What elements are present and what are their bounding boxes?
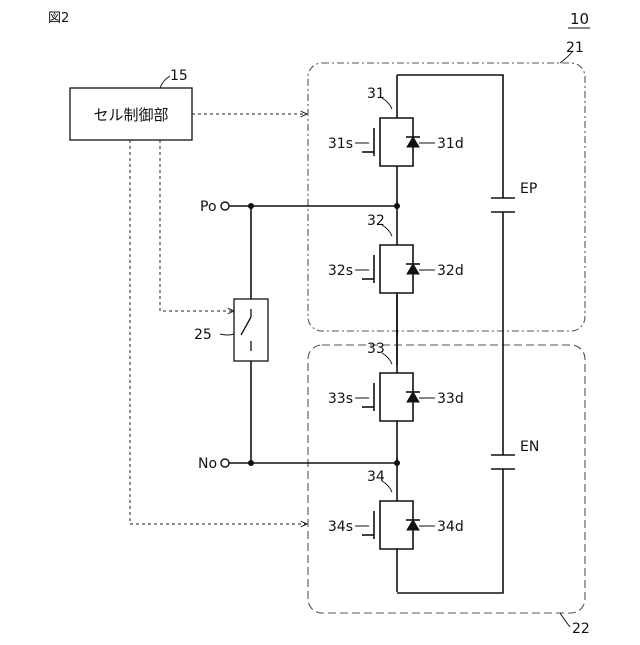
mosfet-drain xyxy=(380,373,397,380)
diode-label: 33d xyxy=(437,391,464,407)
switch-label: 34s xyxy=(328,519,353,535)
no-junction xyxy=(248,460,254,466)
capacitor-en xyxy=(491,455,515,469)
diode-label: 31d xyxy=(437,136,464,152)
po-junction xyxy=(248,203,254,209)
switch-label: 31s xyxy=(328,136,353,152)
capacitor-en-label: EN xyxy=(520,439,539,455)
switch-label: 33s xyxy=(328,391,353,407)
mosfet-source xyxy=(380,159,397,166)
figure-label: 図2 xyxy=(48,11,69,26)
capacitor-ep-label: EP xyxy=(520,181,537,197)
transistor-cell-34: 34 34s 34d xyxy=(328,458,464,592)
transistor-ref: 33 xyxy=(367,341,385,357)
no-terminal-label: No xyxy=(198,456,217,472)
transistor-ref: 31 xyxy=(367,86,385,102)
upper-module-ref: 21 xyxy=(566,40,584,56)
mosfet-source xyxy=(380,414,397,421)
upper-module-outline xyxy=(308,63,585,331)
mosfet-source xyxy=(380,286,397,293)
transistor-cell-33: 33 33s 33d xyxy=(328,330,464,464)
mosfet-source xyxy=(380,542,397,549)
transistor-ref: 32 xyxy=(367,213,385,229)
transistor-cell-32: 32 32s 32d xyxy=(328,202,464,336)
capacitor-ep xyxy=(491,198,515,212)
diode-triangle xyxy=(407,520,419,530)
no-terminal xyxy=(221,459,229,467)
diode-triangle xyxy=(407,392,419,402)
cell-controller-ref-leader xyxy=(160,76,170,88)
cell-controller-label: セル制御部 xyxy=(93,106,168,124)
po-terminal xyxy=(221,202,229,210)
lower-module-outline xyxy=(308,345,585,613)
bypass-switch xyxy=(234,299,268,361)
cell-controller-ref: 15 xyxy=(170,68,188,84)
diode-label: 34d xyxy=(437,519,464,535)
diode-triangle xyxy=(407,264,419,274)
transistor-ref: 34 xyxy=(367,469,385,485)
system-ref: 10 xyxy=(570,10,589,28)
diode-triangle xyxy=(407,137,419,147)
switch-label: 32s xyxy=(328,263,353,279)
control-line-switch xyxy=(160,140,234,311)
mosfet-drain xyxy=(380,501,397,508)
transistor-cell-31: 31 31s 31d xyxy=(328,75,464,209)
mosfet-drain xyxy=(380,245,397,252)
po-terminal-label: Po xyxy=(200,199,217,215)
control-line-lower xyxy=(130,140,307,524)
bypass-switch-ref-leader xyxy=(220,334,234,335)
diode-label: 32d xyxy=(437,263,464,279)
bypass-switch-ref: 25 xyxy=(194,327,212,343)
lower-module-ref-leader xyxy=(560,613,570,627)
mosfet-drain xyxy=(380,118,397,125)
lower-module-ref: 22 xyxy=(572,621,590,637)
